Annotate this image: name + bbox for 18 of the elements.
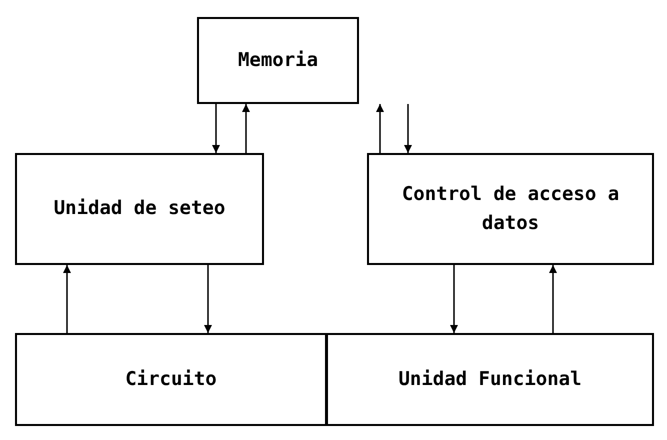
- arrow: [450, 265, 458, 333]
- process-box: [15, 153, 264, 265]
- box-label: Control de acceso a datos: [400, 182, 620, 236]
- arrow: [376, 104, 384, 153]
- arrow: [242, 104, 250, 153]
- arrow: [204, 265, 212, 333]
- arrow: [549, 265, 557, 333]
- box-label: Unidad Funcional: [398, 366, 582, 392]
- box-label: Circuito: [125, 366, 217, 392]
- process-box: [326, 333, 654, 426]
- box-label: Unidad de seteo: [54, 196, 226, 222]
- arrow: [404, 104, 412, 153]
- box-label: Memoria: [238, 48, 318, 73]
- arrow: [63, 265, 71, 333]
- process-box: [197, 17, 359, 104]
- process-box: [15, 333, 327, 426]
- process-box: [367, 153, 654, 265]
- arrow: [212, 104, 220, 153]
